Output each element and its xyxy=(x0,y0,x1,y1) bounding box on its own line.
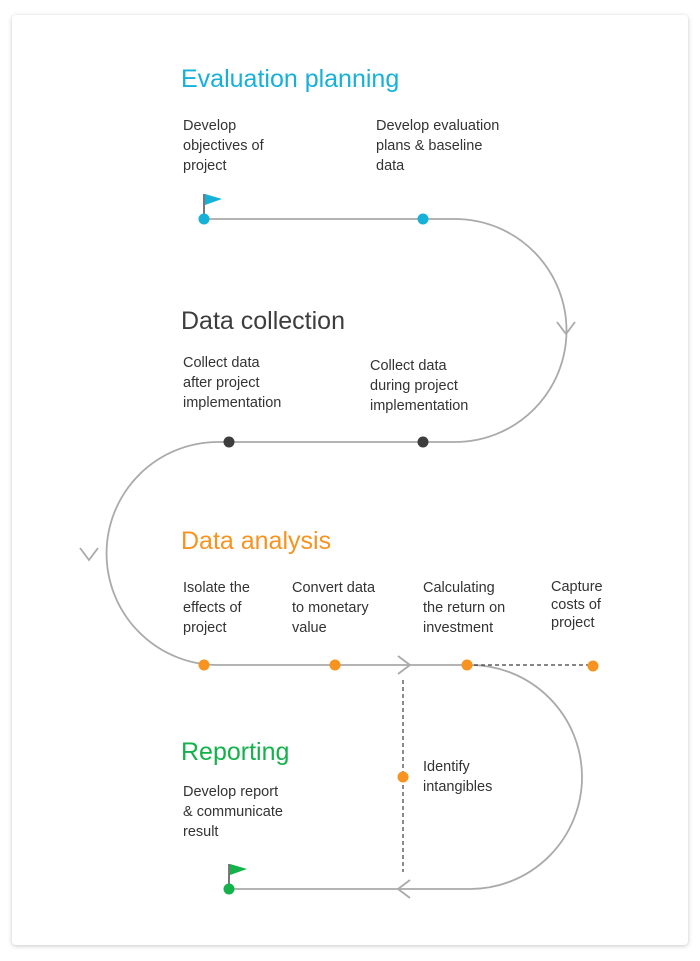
dot-planning-evaluation xyxy=(417,213,429,225)
stage-title-planning: Evaluation planning xyxy=(181,65,400,93)
start-flag-icon xyxy=(203,194,222,217)
finish-flag-icon xyxy=(228,864,247,887)
step-label-collect-during: Collect data during project implementati… xyxy=(370,358,469,414)
step-label-collect-after: Collect data after project implementatio… xyxy=(183,355,282,411)
arrow-right-middle xyxy=(397,655,412,675)
dot-collection-after xyxy=(223,436,235,448)
dot-analysis-intangibles xyxy=(397,771,409,783)
step-label-convert-data: Convert data to monetary value xyxy=(292,580,376,636)
stage-title-collection: Data collection xyxy=(181,307,345,335)
dot-analysis-convert xyxy=(329,659,341,671)
dot-collection-during xyxy=(417,436,429,448)
arrow-left-bottom xyxy=(396,879,411,899)
arrow-down-left xyxy=(79,547,99,562)
arrow-down-right xyxy=(556,321,576,336)
dot-reporting-develop xyxy=(223,883,235,895)
dot-planning-objectives xyxy=(198,213,210,225)
dot-analysis-roi xyxy=(461,659,473,671)
step-label-develop-report: Develop report & communicate result xyxy=(183,784,283,840)
step-label-identify-intangibles: Identify intangibles xyxy=(423,759,493,795)
step-label-calculate-roi: Calculating the return on investment xyxy=(423,580,506,636)
dot-analysis-costs xyxy=(587,660,599,672)
step-label-isolate-effects: Isolate the effects of project xyxy=(183,580,250,636)
diagram-card xyxy=(12,15,688,945)
step-label-develop-objectives: Develop objectives of project xyxy=(183,118,264,174)
stage-title-reporting: Reporting xyxy=(181,738,290,766)
stage-title-analysis: Data analysis xyxy=(181,527,332,555)
step-label-capture-costs: Capture costs of project xyxy=(551,579,603,631)
step-label-develop-evaluation-plans: Develop evaluation plans & baseline data xyxy=(376,118,500,174)
flow-path xyxy=(105,218,583,890)
dot-analysis-isolate xyxy=(198,659,210,671)
